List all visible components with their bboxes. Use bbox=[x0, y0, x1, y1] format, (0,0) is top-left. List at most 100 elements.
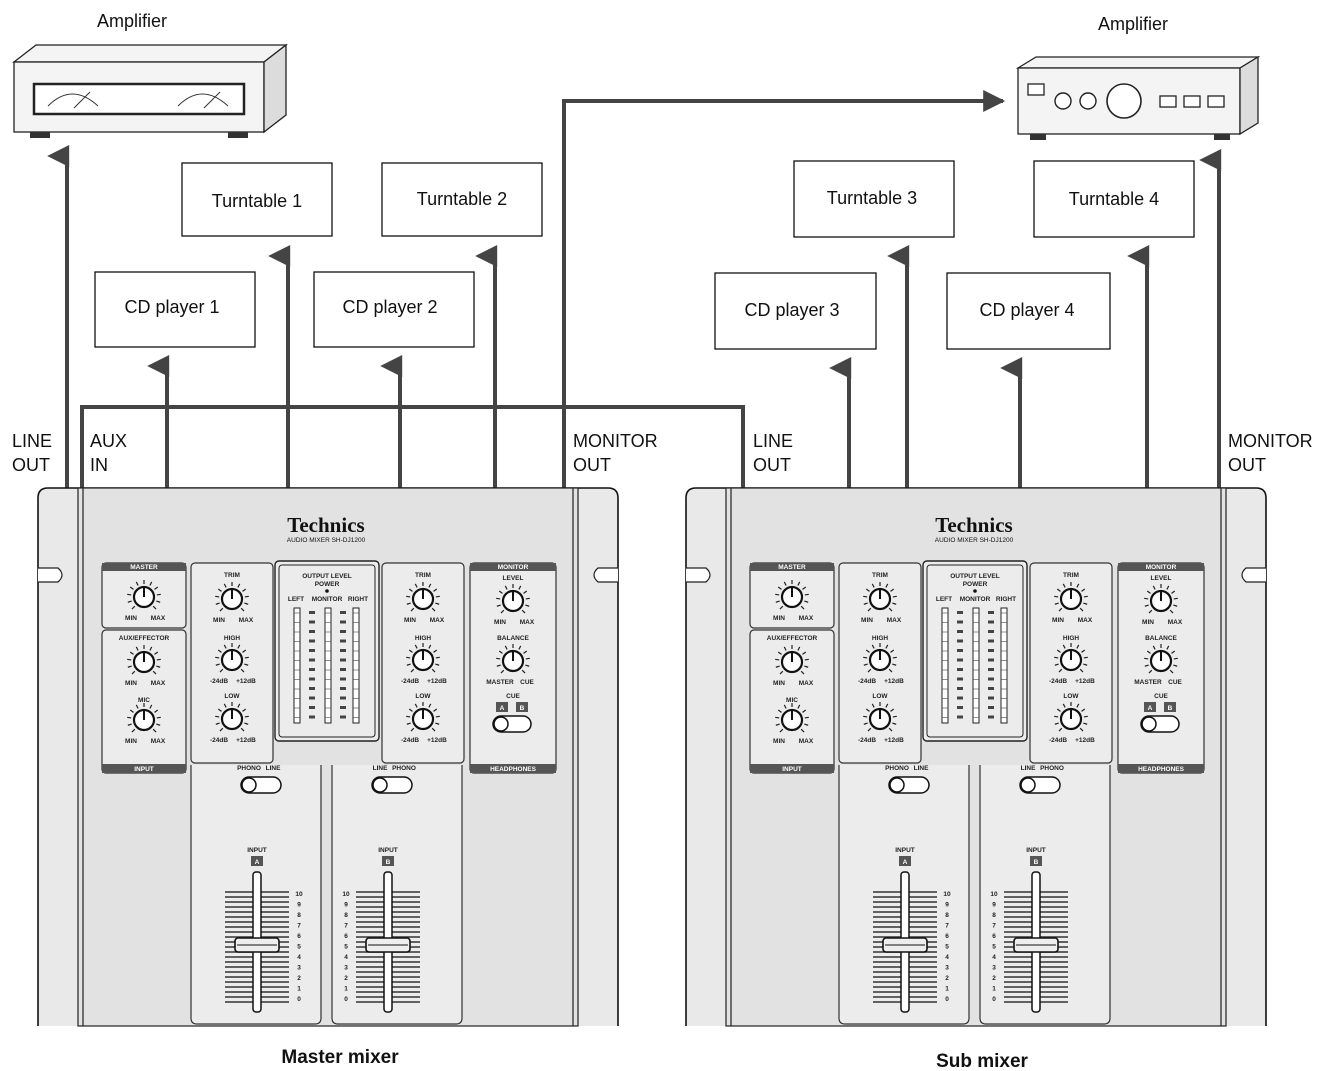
mixer-sub-fader-scale-a: 9 bbox=[945, 902, 949, 909]
mixer-master-high-b-knob[interactable]: -24dB+12dB bbox=[401, 643, 447, 685]
mixer-master-aux-effector-knob-max-label: MAX bbox=[151, 680, 166, 687]
mixer-master-low-b-knob[interactable]: -24dB+12dB bbox=[401, 702, 447, 744]
mixer-sub-fader-scale-b: 9 bbox=[992, 902, 996, 909]
mixer-master-line-b-label: LINE bbox=[373, 765, 388, 772]
mixer-sub-low-b-knob-min-label: -24dB bbox=[1049, 737, 1067, 744]
mixer-sub-fader-scale-a: 7 bbox=[945, 923, 949, 930]
mixer-sub-input-a-letter: A bbox=[903, 859, 908, 866]
mixer-sub-mic-label: MIC bbox=[786, 697, 798, 704]
mixer-master-high-b-label: HIGH bbox=[415, 635, 432, 642]
mixer-master-cue-a-button[interactable] bbox=[496, 702, 508, 712]
mixer-master-monitor-level-knob[interactable]: MIN MAX bbox=[494, 584, 535, 626]
mixer-sub-aux-effector-knob-max-label: MAX bbox=[799, 680, 814, 687]
mixer-sub-cue-a-button[interactable] bbox=[1144, 702, 1156, 712]
mixer-master-input-b-letter: B bbox=[386, 859, 391, 866]
mixer-master-master-knob-min-label: MIN bbox=[125, 615, 137, 622]
mixer-sub-cue-a-text: A bbox=[1148, 705, 1153, 712]
mixer-master-fader-scale-a: 7 bbox=[297, 923, 301, 930]
mixer-sub-high-b-knob[interactable]: -24dB+12dB bbox=[1049, 643, 1095, 685]
mixer-sub-trim-b-label: TRIM bbox=[1063, 572, 1079, 579]
mixer-master-trim-a-label: TRIM bbox=[224, 572, 240, 579]
mixer-sub-fader-scale-a: 10 bbox=[943, 891, 951, 898]
mixer-sub-trim-a-knob-max-label: MAX bbox=[887, 617, 902, 624]
wire-sub-line-out-to-aux-in bbox=[80, 405, 745, 488]
mixer-sub-high-b-label: HIGH bbox=[1063, 635, 1080, 642]
mixer-sub-high-a-label: HIGH bbox=[872, 635, 889, 642]
mixer-sub-fader-scale-b: 5 bbox=[992, 944, 996, 951]
turntable-3-box: Turntable 3 bbox=[793, 160, 955, 238]
mixer-sub-meter-bar-3 bbox=[1000, 607, 1008, 724]
mixer-master-fader-scale-a: 6 bbox=[297, 933, 301, 940]
mixer-master-fader-scale-a: 9 bbox=[297, 902, 301, 909]
mixer-master-mic-knob-max-label: MAX bbox=[151, 738, 166, 745]
cd-player-3-label: CD player 3 bbox=[744, 300, 839, 320]
mixer-master-headphones-label: HEADPHONES bbox=[490, 766, 537, 773]
mixer-master-meter-left-label: LEFT bbox=[288, 596, 304, 603]
mixer-sub-trim-a-knob[interactable]: MIN MAX bbox=[861, 582, 902, 624]
mixer-master-cue-a-text: A bbox=[500, 705, 505, 712]
mixer-master-level-label: LEVEL bbox=[503, 575, 524, 582]
mixer-sub-low-b-knob-max-label: +12dB bbox=[1075, 737, 1095, 744]
mixer-master-monitor-level-knob-min-label: MIN bbox=[494, 619, 506, 626]
turntable-3-label: Turntable 3 bbox=[827, 188, 917, 208]
mixer-sub-balance-knob-max-label: CUE bbox=[1168, 679, 1182, 686]
sub-line-out-label-line2: OUT bbox=[753, 455, 791, 475]
mixer-master-model: AUDIO MIXER SH-DJ1200 bbox=[287, 537, 366, 544]
mixer-sub-meter-bar-1 bbox=[941, 607, 949, 724]
mixer-master-fader-scale-b: 8 bbox=[344, 912, 348, 919]
mixer-sub-cue-b-button[interactable] bbox=[1164, 702, 1176, 712]
mixer-master-balance-knob-min-label: MASTER bbox=[486, 679, 514, 686]
mixer-sub-low-b-knob[interactable]: -24dB +12dB bbox=[1049, 702, 1095, 744]
mixer-sub-fader-scale-a: 6 bbox=[945, 933, 949, 940]
mixer-sub-low-a-knob-max-label: +12dB bbox=[884, 737, 904, 744]
connection-wires bbox=[47, 90, 1222, 488]
mixer-sub-low-a-knob[interactable]: -24dB+12dB bbox=[858, 702, 904, 744]
mixer-sub-high-b-knob-max-label: +12dB bbox=[1075, 678, 1095, 685]
mixer-master-high-a-knob[interactable]: -24dB+12dB bbox=[210, 643, 256, 685]
mixer-sub-mic-knob-min-label: MIN bbox=[773, 738, 785, 745]
mixer-sub-monitor-header: MONITOR bbox=[1146, 564, 1177, 571]
mixer-sub-line-b-label: LINE bbox=[1021, 765, 1036, 772]
mixer-master-cue-b-button[interactable] bbox=[516, 702, 528, 712]
mixer-master-trim-a-knob-max-label: MAX bbox=[239, 617, 254, 624]
mixer-master-high-b-knob-max-label: +12dB bbox=[427, 678, 447, 685]
mixer-sub-input-section-label: INPUT bbox=[782, 766, 802, 773]
mixer-master-monitor-level-knob-max-label: MAX bbox=[520, 619, 535, 626]
mixer-master-low-b-knob-min-label: -24dB bbox=[401, 737, 419, 744]
mixer-sub-fader-scale-a: 2 bbox=[945, 975, 949, 982]
mixer-master-output-level-label: OUTPUT LEVEL bbox=[302, 573, 352, 580]
cd-player-4-box: CD player 4 bbox=[946, 272, 1111, 350]
cd-player-2-box: CD player 2 bbox=[313, 271, 475, 348]
port-labels: LINE OUT AUX IN MONITOR OUT LINE OUT MON… bbox=[12, 431, 1313, 475]
mixer-master-power-label: POWER bbox=[315, 581, 340, 588]
cd-player-1-label: CD player 1 bbox=[124, 297, 219, 317]
mixer-master-fader-scale-b: 9 bbox=[344, 902, 348, 909]
mixer-sub-high-a-knob[interactable]: -24dB+12dB bbox=[858, 643, 904, 685]
mixer-master-low-a-knob[interactable]: -24dB+12dB bbox=[210, 702, 256, 744]
mixer-master-phono-a-label: PHONO bbox=[237, 765, 261, 772]
mixer-sub-brand: Technics bbox=[935, 513, 1012, 537]
mixer-master-meter-monitor-label: MONITOR bbox=[312, 596, 343, 603]
mixer-sub-trim-a-knob-min-label: MIN bbox=[861, 617, 873, 624]
mixer-master-trim-b-knob-min-label: MIN bbox=[404, 617, 416, 624]
mixer-sub-aux-effector-label: AUX/EFFECTOR bbox=[767, 635, 818, 642]
mixer-master-high-a-knob-max-label: +12dB bbox=[236, 678, 256, 685]
mixer-master-fader-scale-a: 4 bbox=[297, 954, 301, 961]
mixer-master-fader-scale-a: 1 bbox=[297, 986, 301, 993]
amplifier-left-label: Amplifier bbox=[97, 11, 167, 31]
mixer-sub-balance-label: BALANCE bbox=[1145, 635, 1177, 642]
